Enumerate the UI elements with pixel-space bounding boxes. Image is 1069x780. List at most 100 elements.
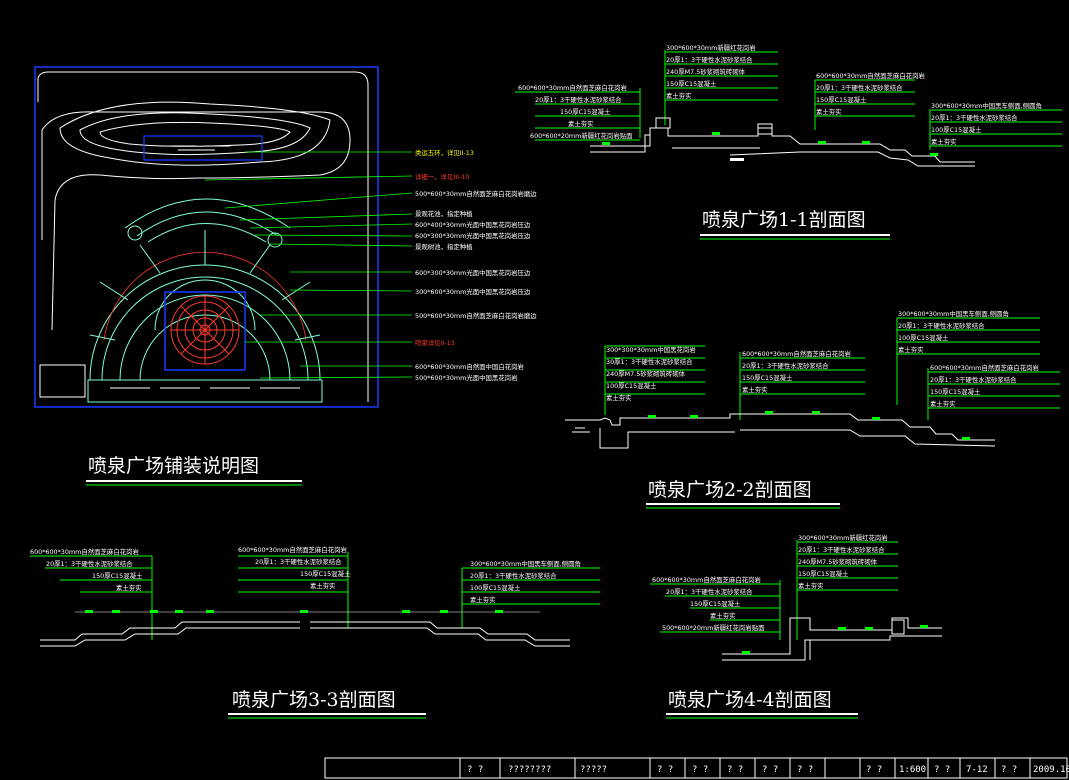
tb-date: 2009.10	[1033, 765, 1069, 775]
tb-scale: 1:600	[899, 765, 926, 775]
s22-note-d2: 20厚1：3干硬性水泥砂浆结合	[930, 375, 1017, 384]
s11-note-d3: 100厚C15混凝土	[931, 125, 982, 134]
paving-plan	[34, 66, 413, 408]
plaza-arc-5	[154, 279, 256, 331]
s33-note-b4: 素土夯实	[310, 581, 336, 590]
s33-note-c1: 300*600*30mm中国黑车侧面,侧圆角	[470, 559, 581, 568]
s11-surface	[590, 127, 975, 163]
s22-note-c1: 300*600*30mm中国黑车侧面,侧圆角	[898, 309, 1009, 318]
s22-surface	[565, 413, 995, 441]
s22-note-b4: 素土夯实	[742, 385, 768, 394]
s44-note-b2: 20厚1：3干硬性水泥砂浆结合	[666, 587, 753, 596]
section-3-3	[30, 552, 600, 647]
section-4-4	[650, 540, 942, 661]
s11-note-a1: 300*600*30mm新疆红花岗岩	[666, 43, 756, 52]
ring-frame	[143, 135, 263, 161]
s33-note-b1: 600*600*30mm自然面芝麻白花岗岩	[238, 545, 347, 554]
s22-note-b1: 600*600*30mm自然面芝麻白花岗岩	[742, 349, 851, 358]
s11-note-c1: 600*600*30mm自然面芝麻白花岗岩	[816, 71, 925, 80]
tb-cell-8: ? ?	[797, 765, 813, 775]
s33-note-c3: 100厚C15混凝土	[470, 583, 521, 592]
plan-notes: 类运五环，详见II-13 详细一，详见III-10 500*600*30mm自然…	[415, 148, 537, 382]
s11-note-d4: 素土夯实	[931, 137, 957, 146]
s11-notes: 300*600*30mm新疆红花岗岩 20厚1：3干硬性水泥砂浆结合 240厚M…	[518, 43, 1042, 146]
s44-note-b4: 素土夯实	[710, 611, 736, 620]
s11-title: 喷泉广场1-1剖面图	[702, 209, 866, 231]
note-9: 300*600*30mm光面中国黑花岗岩压边	[415, 287, 531, 296]
s22-note-a5: 素土夯实	[606, 393, 632, 402]
tb-cell-2: ????????	[508, 765, 551, 775]
tb-cell-11: ? ?	[934, 765, 950, 775]
note-4: 景观花池，指定种植	[415, 209, 473, 218]
plaza-radial-lines	[89, 230, 321, 341]
note-12: 600*600*30mm自然面中国白花岗岩	[415, 362, 524, 371]
tb-sheet-no: 7-12	[966, 765, 988, 775]
note-detail: 详细一，详见III-10	[415, 172, 469, 181]
s22-base	[599, 428, 996, 449]
s33-notes: 600*600*30mm自然面芝麻白花岗岩 20厚1：3干硬性水泥砂浆结合 15…	[30, 545, 581, 604]
s22-note-c4: 素土夯实	[898, 345, 924, 354]
s22-note-d1: 600*600*30mm自然面芝麻白花岗岩	[930, 363, 1039, 372]
s22-title: 喷泉广场2-2剖面图	[648, 479, 812, 501]
tree-pit-right	[267, 232, 283, 248]
tb-cell-1: ? ?	[467, 765, 483, 775]
tb-cell-3: ?????	[580, 765, 607, 775]
tb-cell-4: ? ?	[657, 765, 673, 775]
s11-note-c4: 素土夯实	[816, 107, 842, 116]
s11-note-b3: 150厚C15混凝土	[560, 107, 611, 116]
s33-note-c4: 素土夯实	[470, 595, 496, 604]
s44-surface	[722, 617, 942, 655]
s11-note-a3: 240厚M7.5砂浆砌筑砖砌体	[666, 67, 746, 76]
s22-note-c3: 100厚C15混凝土	[898, 333, 949, 342]
s44-note-a1: 300*600*30mm新疆红花岗岩	[798, 533, 888, 542]
fountain	[170, 295, 240, 365]
s11-note-b5: 600*600*20mm新疆红花岗岩贴面	[530, 131, 633, 140]
s22-note-a2: 30厚1：3干硬性水泥砂浆结合	[606, 357, 693, 366]
s33-title: 喷泉广场3-3剖面图	[232, 689, 396, 711]
mound-contour-2	[79, 112, 311, 156]
s44-note-a3: 240厚M7.5砂浆砌筑砖砌体	[798, 557, 878, 566]
s22-note-b2: 20厚1：3干硬性水泥砂浆结合	[742, 361, 829, 370]
s22-note-d4: 素土夯实	[930, 399, 956, 408]
s22-note-a4: 100厚C15混凝土	[606, 381, 657, 390]
note-rings: 类运五环，详见II-13	[415, 148, 474, 157]
plan-frame	[34, 66, 379, 408]
title-block-frame	[324, 757, 1068, 779]
s11-note-a5: 素土夯实	[666, 91, 692, 100]
s44-note-b5: 500*600*20mm新疆红花岗岩贴面	[662, 623, 765, 632]
mound-contour-1	[59, 101, 331, 166]
s11-note-b1: 600*600*30mm自然面芝麻白花岗岩	[518, 83, 627, 92]
s22-note-a3: 240厚M7.5砂浆砌筑砖砌体	[606, 369, 686, 378]
s22-markers	[648, 411, 970, 440]
tree-pit-left	[127, 225, 143, 241]
s11-note-b2: 20厚1：3干硬性水泥砂浆结合	[535, 95, 622, 104]
s11-note-d1: 300*600*30mm中国黑车侧面,侧圆角	[931, 101, 1042, 110]
planter-arc-base	[147, 223, 267, 243]
s22-note-b3: 150厚C15混凝土	[742, 373, 793, 382]
note-10: 500*600*30mm自然面芝麻白花岗岩磨边	[415, 311, 537, 320]
note-3: 500*600*30mm自然面芝麻白花岗岩磨边	[415, 189, 537, 198]
s11-curb-right	[757, 123, 773, 135]
section-1-1	[515, 50, 1062, 167]
note-fountain: 喷泉详见II-13	[415, 338, 455, 347]
s44-notes: 300*600*30mm新疆红花岗岩 20厚1：3干硬性水泥砂浆结合 240厚M…	[652, 533, 888, 632]
s44-curb	[891, 619, 905, 635]
s11-note-d2: 20厚1：3干硬性水泥砂浆结合	[931, 113, 1018, 122]
fountain-frame	[164, 291, 246, 371]
s11-base	[590, 134, 975, 167]
s44-note-a2: 20厚1：3干硬性水泥砂浆结合	[798, 545, 885, 554]
s44-title: 喷泉广场4-4剖面图	[668, 689, 832, 711]
planter-arc-outer	[124, 198, 291, 229]
s22-notes: 300*300*30mm中国黑花岗岩 30厚1：3干硬性水泥砂浆结合 240厚M…	[606, 309, 1039, 408]
s44-note-a4: 150厚C15混凝土	[798, 569, 849, 578]
section-2-2	[565, 317, 1060, 449]
s33-note-b3: 150厚C15混凝土	[300, 569, 351, 578]
s22-note-c2: 20厚1：3干硬性水泥砂浆结合	[898, 321, 985, 330]
s22-note-d3: 150厚C15混凝土	[930, 387, 981, 396]
tb-cell-6: ? ?	[727, 765, 743, 775]
s44-note-b3: 150厚C15混凝土	[690, 599, 741, 608]
note-8: 600*300*30mm光面中国黑花岗岩压边	[415, 268, 531, 277]
s44-note-b1: 600*600*30mm自然面芝麻白花岗岩	[652, 575, 761, 584]
title-block: ? ? ???????? ????? ? ? ? ? ? ? ? ? ? ? ?…	[324, 757, 1069, 779]
